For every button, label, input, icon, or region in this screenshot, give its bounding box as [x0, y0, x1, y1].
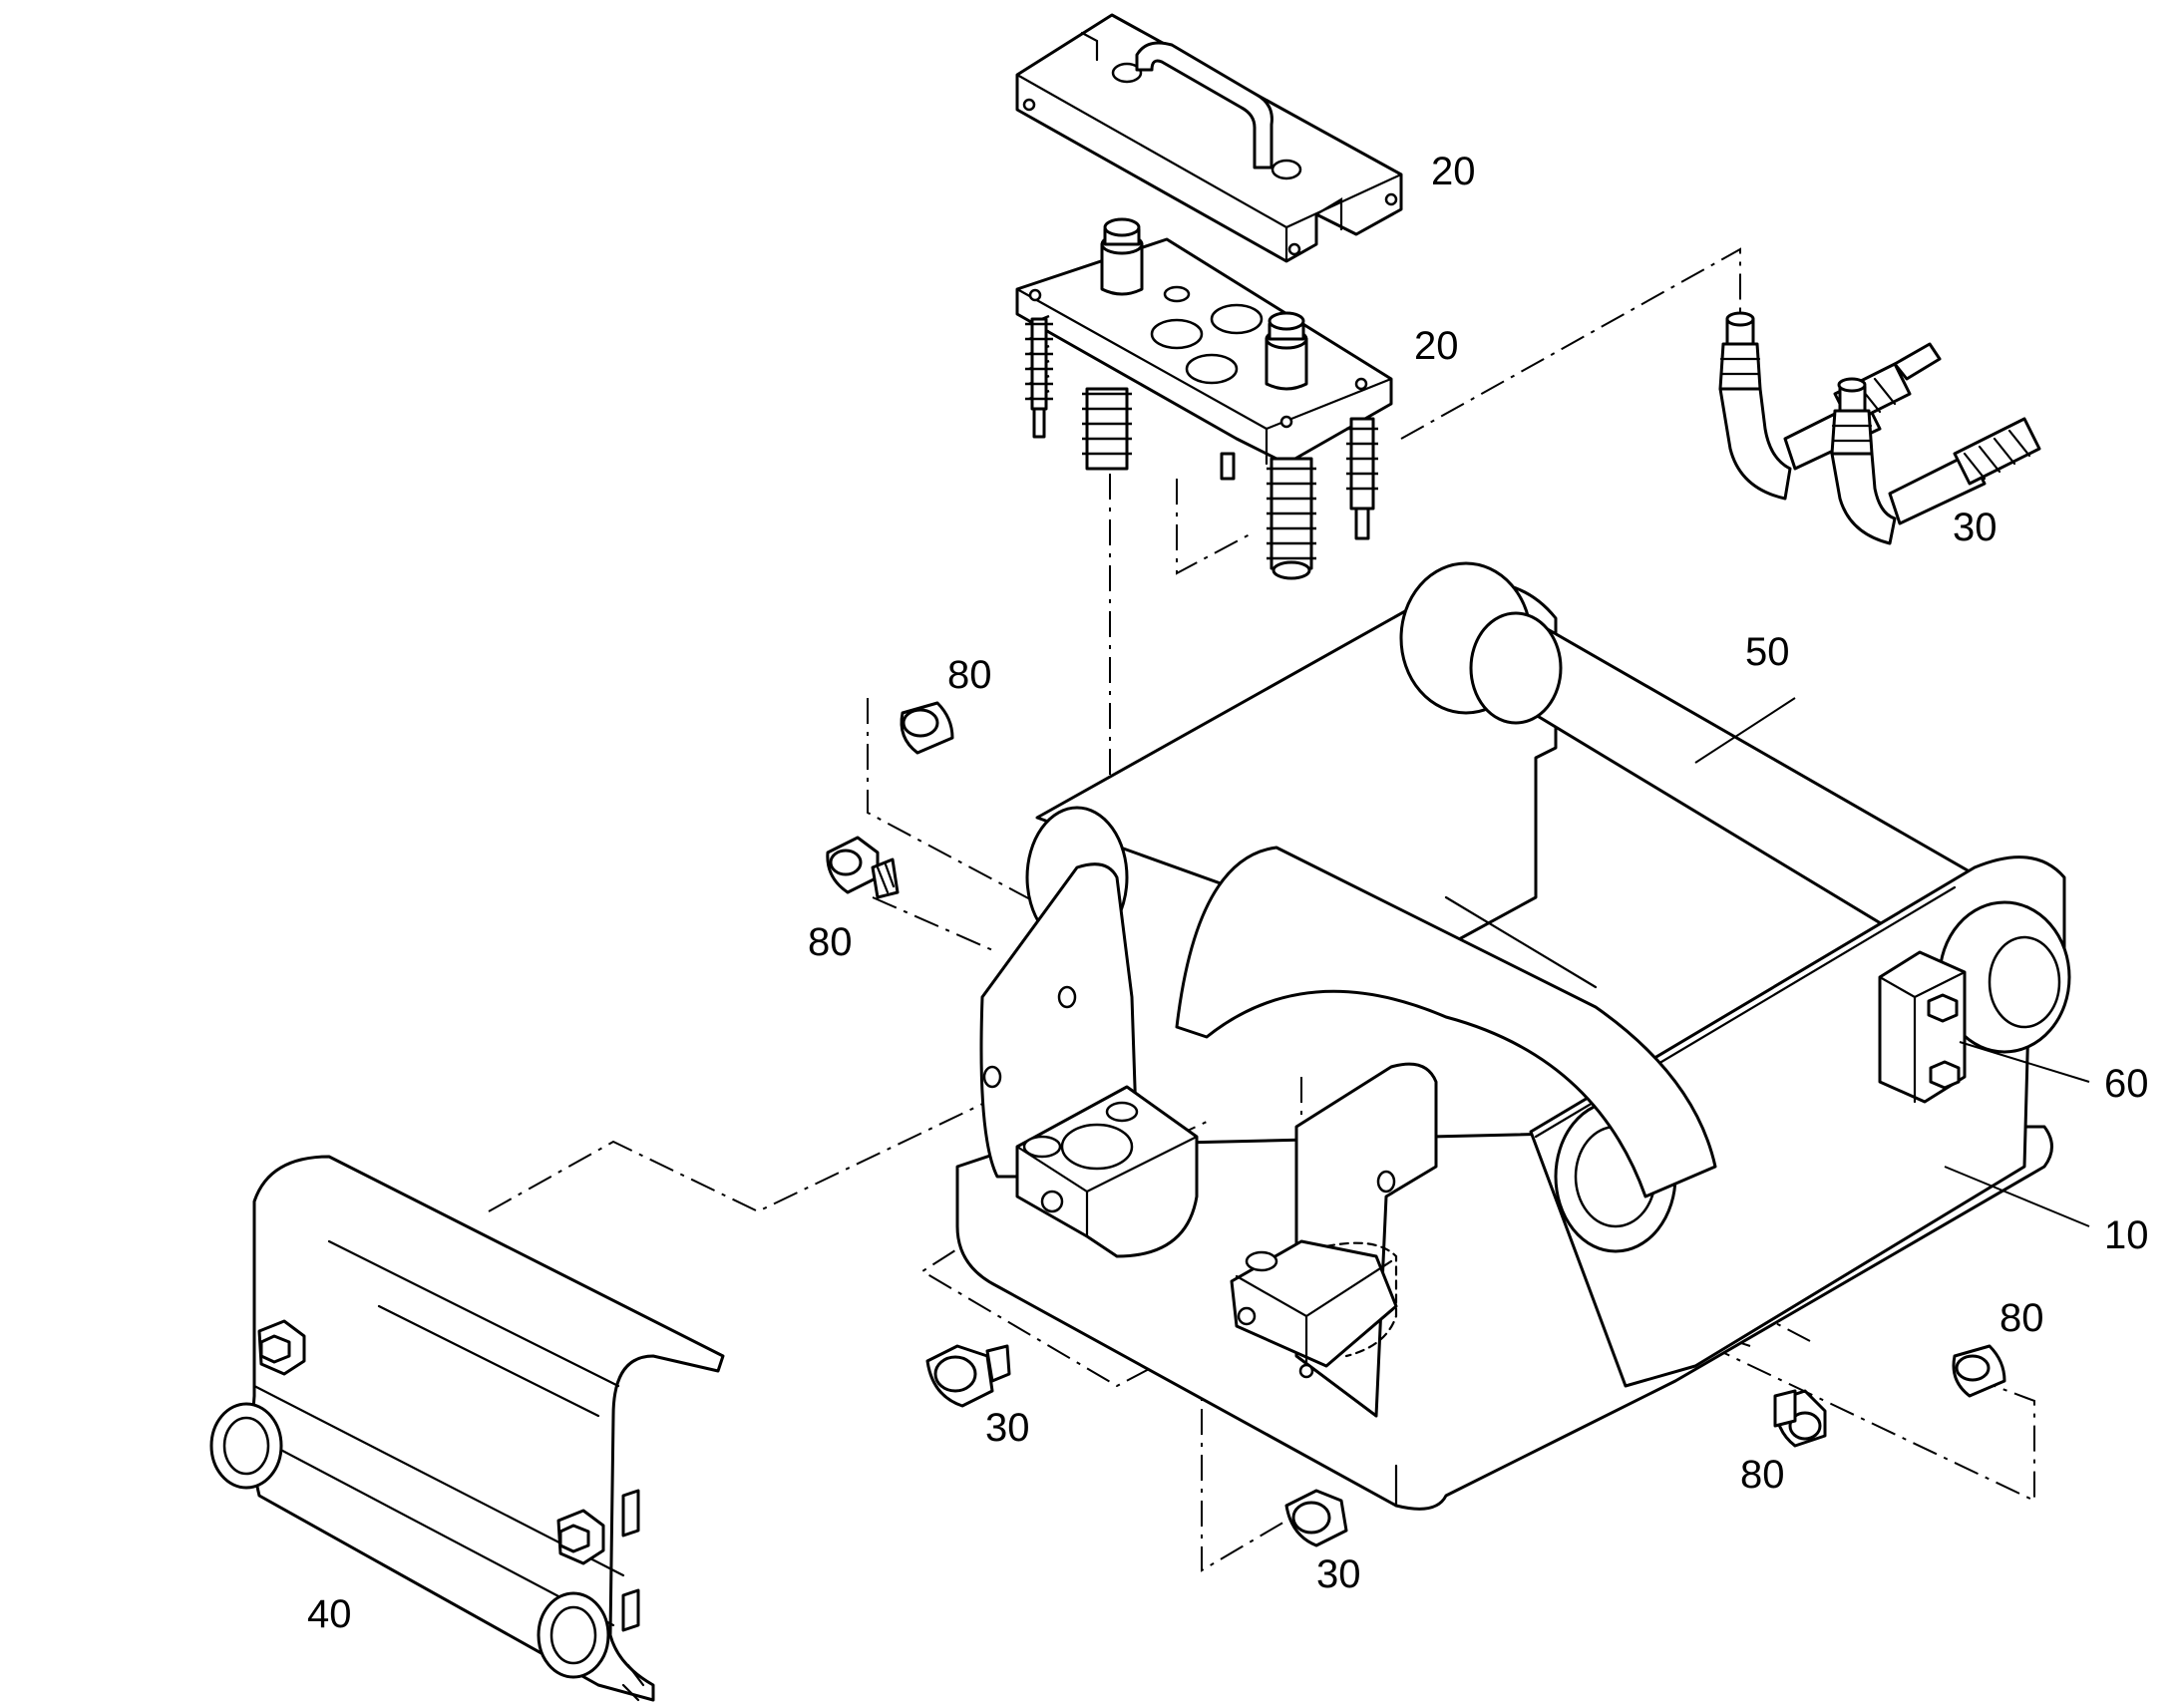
guard-bolt-top — [257, 1319, 306, 1376]
label-coupler-plate-top: 20 — [1431, 150, 1476, 193]
label-bolt-top: 80 — [947, 653, 992, 697]
port-block-right — [1230, 1239, 1398, 1379]
label-frame: 10 — [2104, 1213, 2149, 1257]
port-block-left — [1015, 1085, 1199, 1258]
label-bolt-left: 80 — [808, 920, 853, 964]
label-guard: 40 — [307, 1592, 352, 1636]
plug-bottom — [1284, 1489, 1348, 1547]
label-bolt-right-nut: 80 — [1999, 1296, 2044, 1340]
spring-right — [1346, 417, 1378, 540]
labels: 20 20 30 80 80 50 60 10 80 80 30 30 40 — [307, 150, 2149, 1636]
coupler-block — [1015, 217, 1393, 580]
label-main-pin: 50 — [1745, 630, 1790, 674]
bolt-right-nut — [1952, 1344, 2006, 1398]
plug-left — [925, 1344, 1011, 1408]
spring-center-left — [1082, 387, 1132, 471]
guard-bolt-mid — [556, 1509, 605, 1565]
guard-bushing-right — [537, 1591, 610, 1679]
label-bolt-right: 80 — [1740, 1453, 1785, 1497]
spring-left — [1025, 314, 1053, 439]
label-plug-left: 30 — [985, 1406, 1030, 1450]
label-plug-bottom: 30 — [1316, 1552, 1361, 1596]
bolt-left — [826, 836, 900, 899]
guard — [209, 1155, 725, 1702]
valve-block — [1878, 950, 1967, 1104]
coupler-plate-top — [1015, 13, 1403, 263]
spring-center-right — [1267, 457, 1316, 580]
bolt-top-nut — [900, 701, 954, 755]
label-hose-fittings: 30 — [1953, 506, 1998, 549]
main-pin — [1469, 611, 2016, 994]
callout-lines — [1694, 697, 2090, 1227]
label-valve-block: 60 — [2104, 1062, 2149, 1106]
guard-bushing-left — [209, 1402, 283, 1490]
label-coupler-block: 20 — [1414, 324, 1459, 368]
bolt-right — [1773, 1389, 1827, 1448]
hose-fittings — [1718, 311, 2041, 545]
